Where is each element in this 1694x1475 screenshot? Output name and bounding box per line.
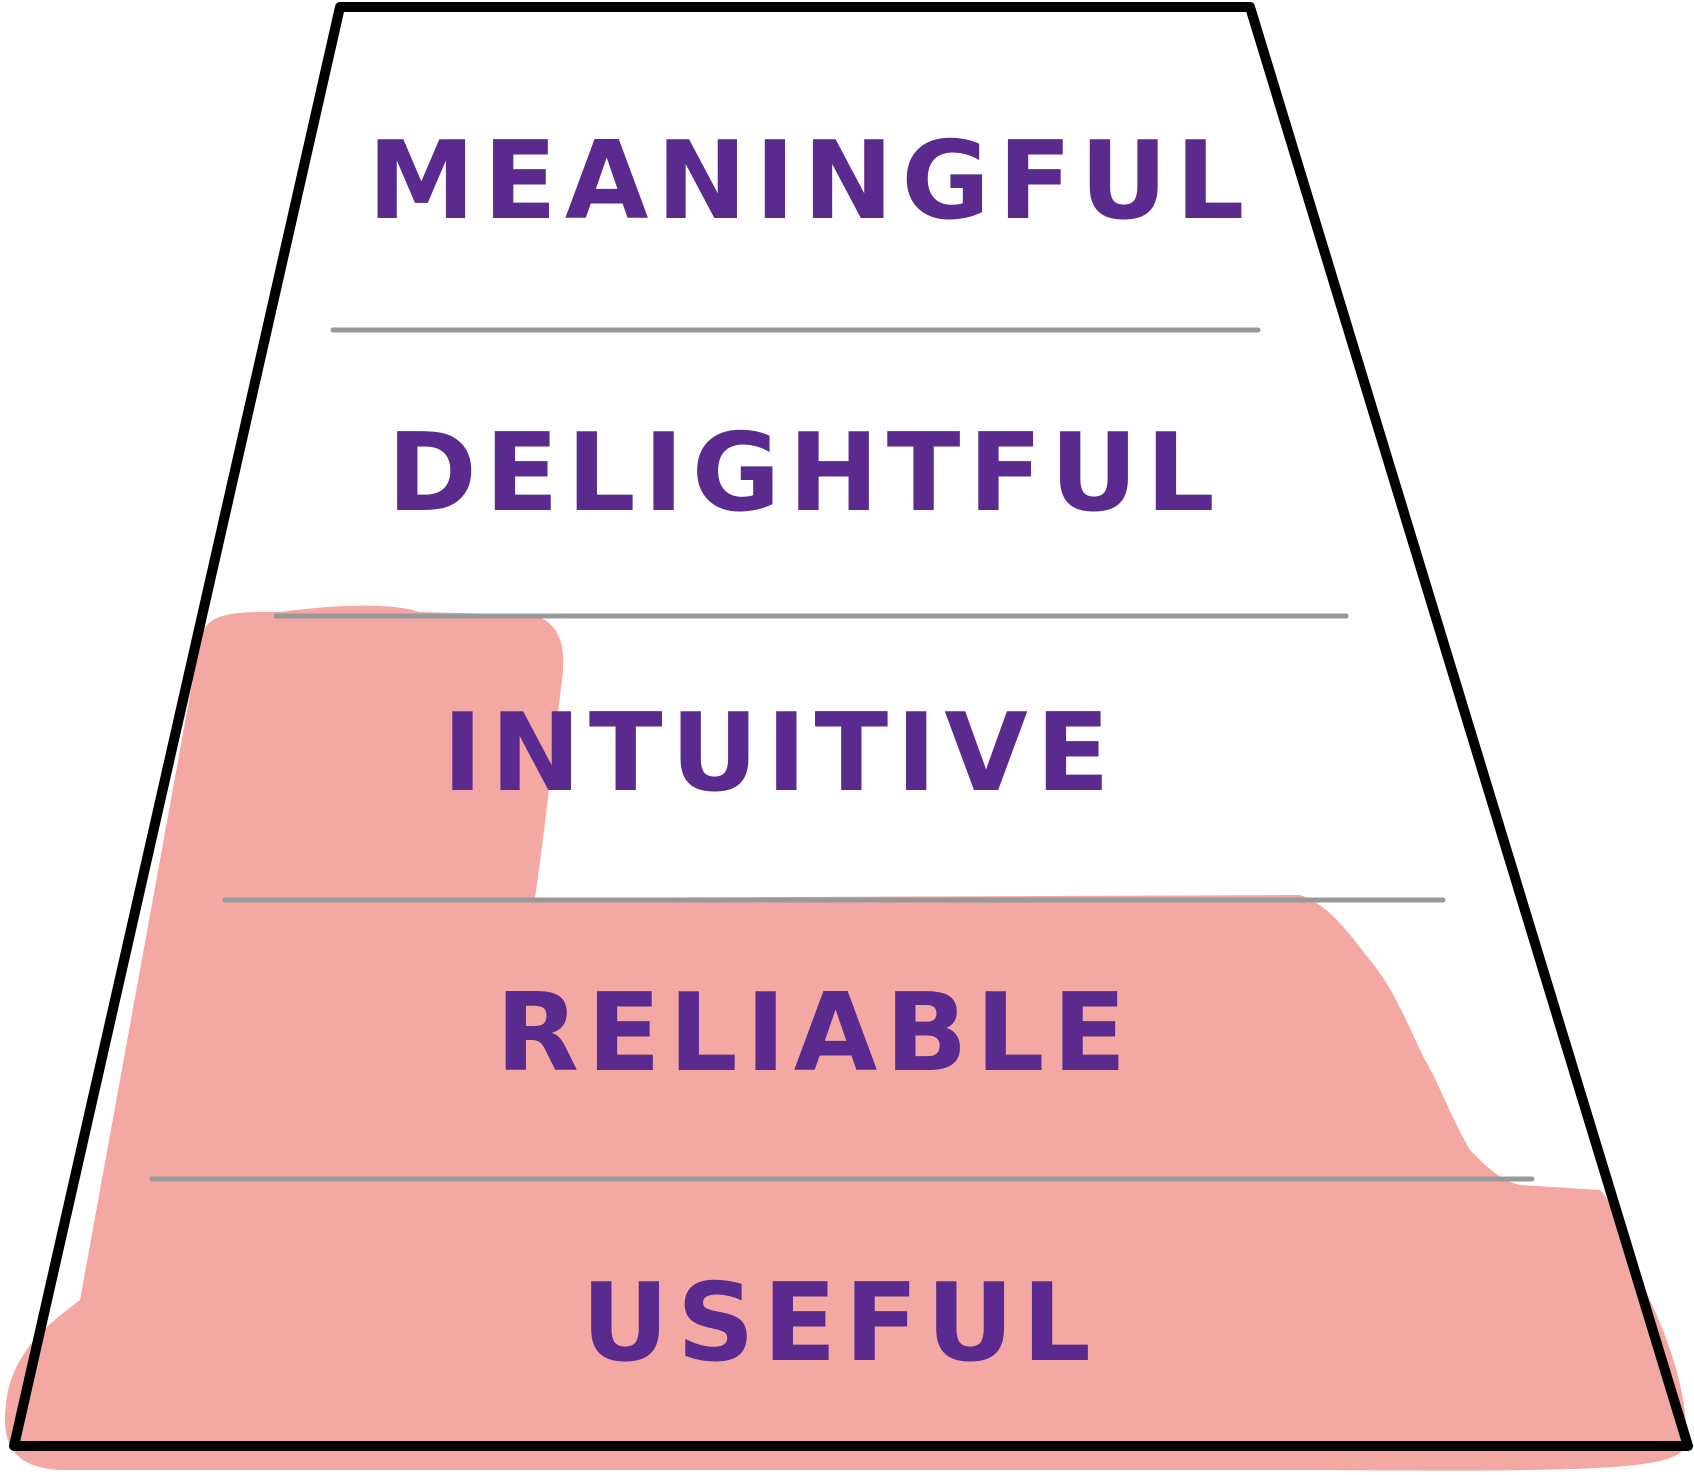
level-label-useful: USEFUL bbox=[581, 1261, 1099, 1386]
highlight-region bbox=[5, 605, 1687, 1471]
pyramid-outline bbox=[9, 2, 1693, 1451]
level-label-reliable: RELIABLE bbox=[496, 971, 1134, 1096]
level-label-meaningful: MEANINGFUL bbox=[368, 119, 1253, 244]
level-label-delightful: DELIGHTFUL bbox=[387, 411, 1222, 536]
level-label-intuitive: INTUITIVE bbox=[442, 691, 1117, 816]
